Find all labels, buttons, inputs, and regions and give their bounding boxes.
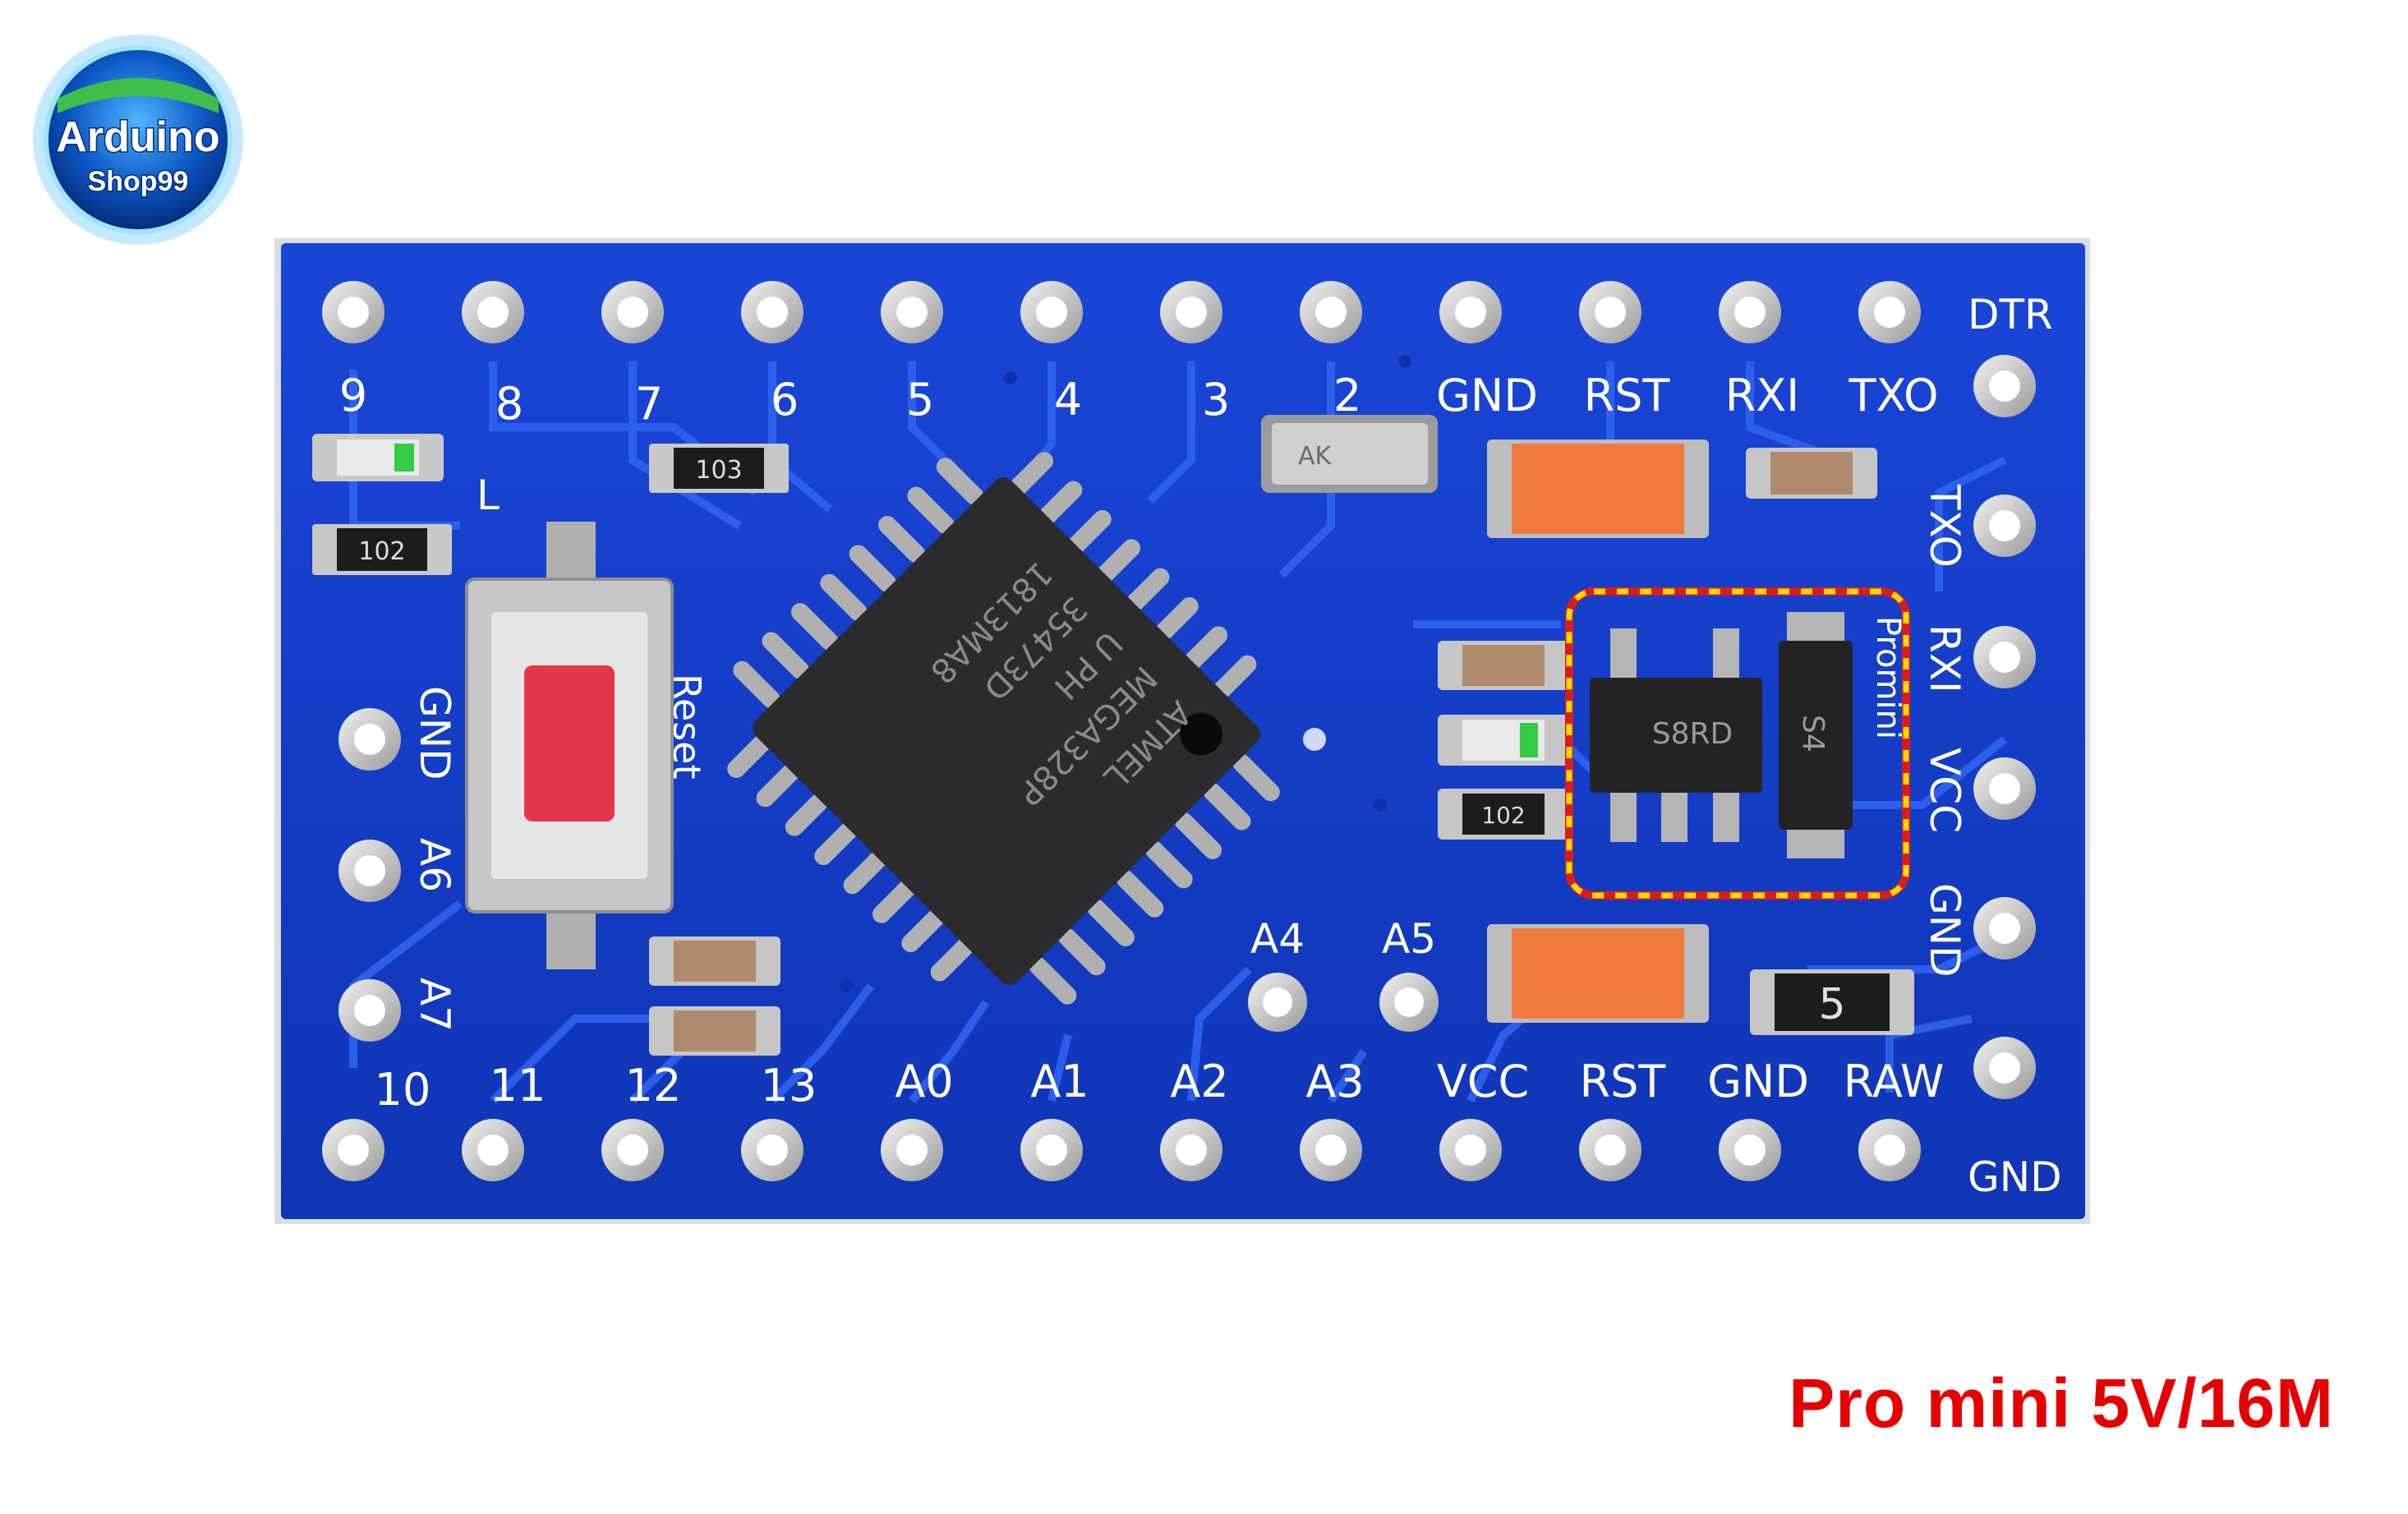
pin-label-top: GND — [1436, 370, 1538, 421]
voltage-regulator: S8RD — [1590, 628, 1762, 842]
promini-label: Promini — [1869, 616, 1907, 739]
pin-label-top: 6 — [771, 374, 799, 426]
pin-label-top: 8 — [495, 378, 523, 430]
pin-label-bottom: GND — [1707, 1056, 1809, 1107]
i2c-pins — [1248, 973, 1439, 1032]
pin-label-top: TXO — [1848, 370, 1938, 421]
diode-marking: S4 — [1796, 715, 1830, 752]
pin-label-right: GND — [1968, 1153, 2062, 1201]
pcb: 9 8 7 6 5 4 3 2 GND RST RXI TXO 10 11 12… — [274, 238, 2090, 1224]
pin-label-inner: A4 — [1250, 915, 1305, 963]
pin-label-top: 7 — [635, 378, 663, 430]
bottom-pin-labels: 10 11 12 13 A0 A1 A2 A3 VCC RST GND RAW — [375, 1056, 1945, 1116]
status-led — [312, 434, 444, 481]
resistor-code: 102 — [358, 537, 405, 566]
pin-label-left: A6 — [411, 838, 458, 892]
pin-label-right: GND — [1921, 883, 1968, 978]
ceramic-capacitor — [649, 1006, 780, 1056]
pin-label-bottom: RAW — [1844, 1056, 1945, 1107]
atmega328p-chip: ATMEL MEGA328P U PH 35473D 1813MA8 — [727, 452, 1280, 1005]
product-caption: Pro mini 5V/16M — [1789, 1364, 2334, 1442]
logo-line1: Arduino — [56, 113, 219, 161]
pin-label-top: 4 — [1054, 374, 1082, 426]
vias — [840, 355, 1411, 992]
pin-label-bottom: RST — [1580, 1056, 1667, 1107]
schottky-diode: S4 — [1779, 612, 1853, 858]
resistor-103: 103 — [649, 444, 789, 493]
pin-label-right: VCC — [1921, 748, 1968, 833]
pin-label-bottom: A0 — [895, 1056, 953, 1107]
pin-label-bottom: A1 — [1030, 1056, 1089, 1107]
pin-label-bottom: 12 — [625, 1060, 682, 1111]
logo-line2: Shop99 — [88, 166, 189, 197]
pin-label-left: A7 — [411, 978, 458, 1032]
shop-logo: Arduino Shop99 — [33, 35, 243, 245]
inner-pin-labels: A4 A5 — [1250, 915, 1436, 963]
pin-label-left: GND — [411, 686, 458, 780]
crystal-marking: AK — [1298, 442, 1333, 471]
bottom-header-pins — [322, 1119, 1921, 1181]
pin-label-top: RST — [1584, 370, 1671, 421]
resistor-code: 102 — [1481, 802, 1525, 829]
pin-label-bottom: 13 — [761, 1060, 817, 1111]
left-pin-labels: GND A6 A7 — [411, 686, 458, 1032]
top-header-pins — [322, 281, 1921, 343]
fuse: 5 — [1750, 969, 1914, 1035]
left-side-pins — [338, 708, 401, 1042]
resistor-102-a: 102 — [312, 524, 452, 575]
pin-label-bottom: 10 — [375, 1064, 431, 1116]
pin-label-inner: A5 — [1382, 915, 1436, 963]
crystal-oscillator: AK — [1261, 415, 1438, 493]
pin-label-bottom: A3 — [1305, 1056, 1364, 1107]
ceramic-capacitor — [649, 936, 780, 986]
resistor-code: 103 — [695, 456, 742, 485]
pin-label-top: 9 — [339, 370, 367, 421]
ceramic-capacitor — [1438, 641, 1569, 690]
fuse-marking: 5 — [1818, 980, 1845, 1029]
pin-label-right: RXI — [1921, 624, 1968, 693]
reset-button — [465, 522, 674, 969]
top-pin-labels: 9 8 7 6 5 4 3 2 GND RST RXI TXO — [339, 370, 1939, 430]
pin-label-bottom: VCC — [1437, 1056, 1529, 1107]
pin-label-right: DTR — [1968, 291, 2053, 338]
pin-label-top: RXI — [1725, 370, 1799, 421]
ceramic-capacitor — [1746, 448, 1877, 499]
pin-label-top: 3 — [1202, 374, 1230, 426]
led-label: L — [477, 472, 500, 519]
power-led — [1438, 715, 1569, 766]
pin-label-bottom: A2 — [1170, 1056, 1228, 1107]
pin-label-right: TXO — [1921, 484, 1968, 568]
regulator-marking: S8RD — [1652, 717, 1733, 751]
pin-label-bottom: 11 — [490, 1060, 546, 1111]
resistor-102-b: 102 — [1438, 789, 1569, 840]
pin-label-top: 5 — [906, 374, 934, 426]
pin-label-top: 2 — [1333, 370, 1361, 421]
tantalum-capacitor-top — [1487, 439, 1709, 538]
right-header-pins — [1973, 355, 2036, 1099]
highlight-box-dashes — [1566, 588, 1909, 899]
tantalum-capacitor-bottom — [1487, 924, 1709, 1023]
right-pin-labels: DTR TXO RXI VCC GND GND — [1921, 291, 2062, 1201]
